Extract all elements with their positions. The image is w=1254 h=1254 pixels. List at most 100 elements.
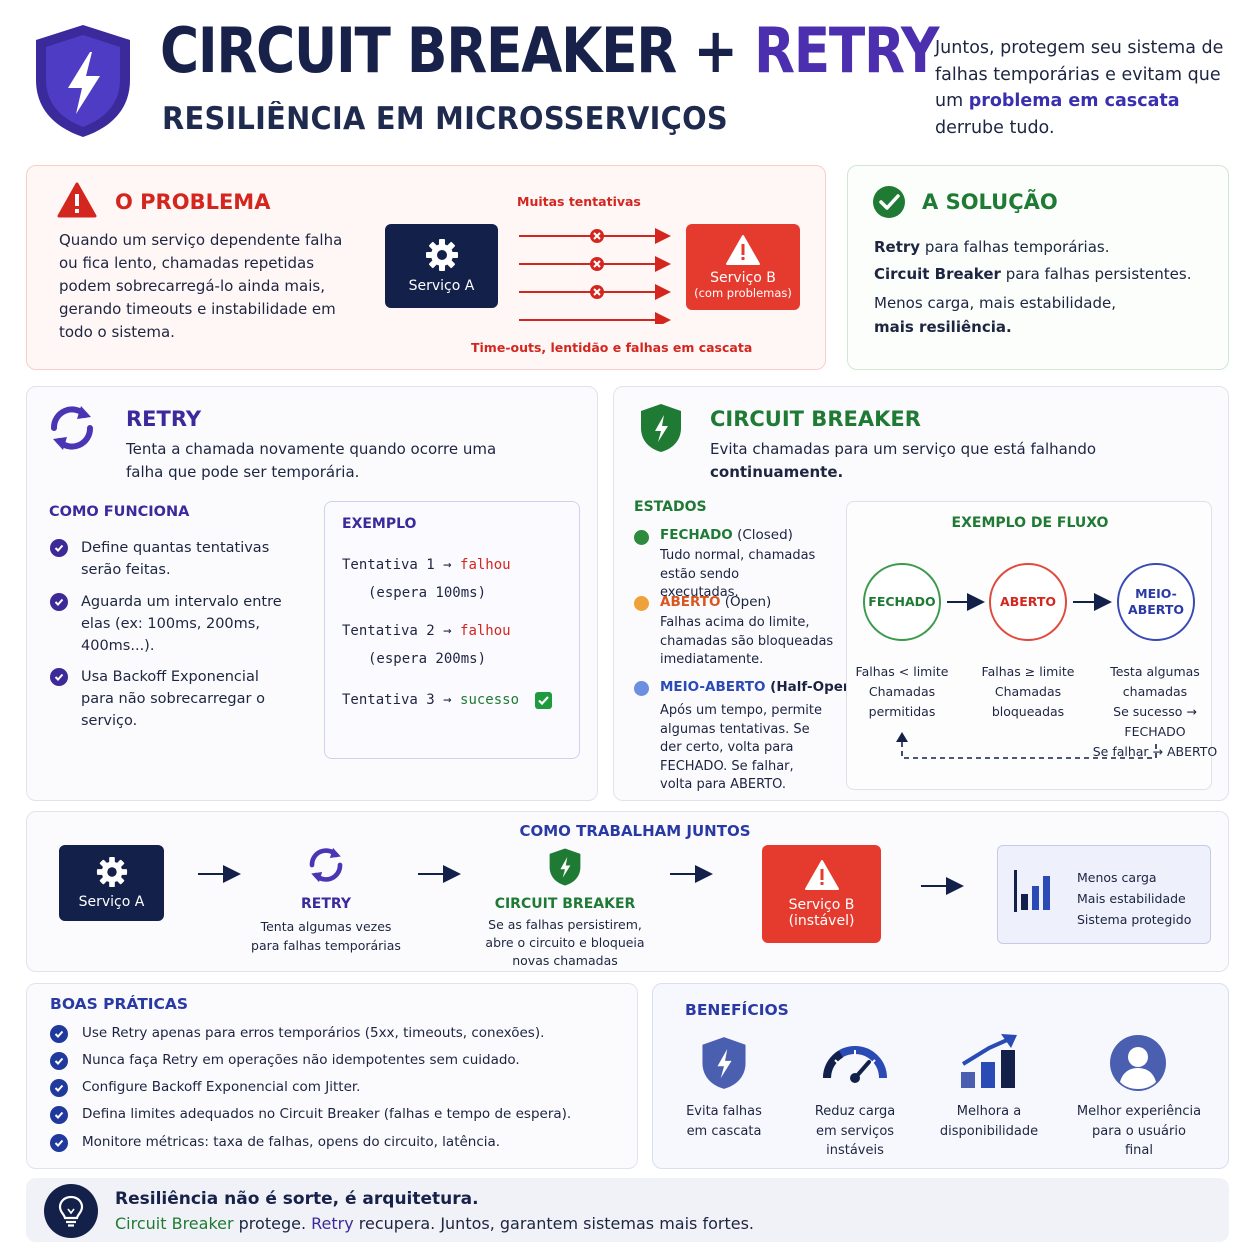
problem-text: Quando um serviço dependente falha ou fi… — [59, 231, 343, 341]
alert-icon — [804, 860, 839, 890]
user-avatar-icon — [1109, 1034, 1167, 1096]
footer-subline: Circuit Breaker protege. Retry recupera.… — [115, 1214, 755, 1233]
intro-text: Juntos, protegem seu sistema de falhas t… — [935, 38, 1224, 138]
service-a-label: Serviço A — [408, 278, 475, 294]
together-service-a: Serviço A — [59, 845, 164, 921]
retry-cycle-icon — [45, 401, 99, 459]
flow-arrows — [896, 593, 1157, 759]
retry-card: RETRY Tenta a chamada novamente quando o… — [26, 386, 598, 801]
practice-item-5: Monitore métricas: taxa de falhas, opens… — [82, 1134, 501, 1150]
cb-title: CIRCUIT BREAKER — [710, 407, 921, 431]
example-title: EXEMPLO — [342, 516, 417, 532]
together-service-a-label: Serviço A — [78, 894, 145, 910]
state-half-open-title: MEIO-ABERTO (Half-Open) — [660, 679, 859, 695]
states-title: ESTADOS — [634, 499, 707, 515]
solution-line-2: Circuit Breaker para falhas persistentes… — [874, 265, 1192, 283]
cascade-label: Time-outs, lentidão e falhas em cascata — [471, 340, 753, 355]
practice-item-2: Nunca faça Retry em operações não idempo… — [82, 1052, 520, 1068]
page-subtitle: RESILIÊNCIA EM MICROSSERVIÇOS — [162, 101, 728, 137]
shield-bolt-icon — [638, 402, 684, 458]
benefits-title: BENEFÍCIOS — [685, 1001, 789, 1019]
state-half-open-circle: MEIO-ABERTO — [1117, 563, 1195, 641]
example-attempt-3: Tentativa 3 → sucesso — [342, 692, 520, 708]
together-service-b-note: (instável) — [788, 913, 855, 929]
many-attempts-label: Muitas tentativas — [517, 194, 641, 209]
how-it-works-title: COMO FUNCIONA — [49, 504, 190, 520]
problem-title: O PROBLEMA — [115, 190, 271, 214]
retry-title: RETRY — [126, 407, 202, 431]
footer-headline: Resiliência não é sorte, é arquitetura. — [115, 1189, 479, 1209]
state-closed-circle: FECHADO — [863, 563, 941, 641]
together-service-b: Serviço B (instável) — [762, 845, 881, 943]
practice-item-4: Defina limites adequados no Circuit Brea… — [82, 1106, 572, 1122]
together-retry-icon — [305, 844, 347, 890]
cb-desc: Evita chamadas para um serviço que está … — [710, 440, 1097, 481]
check-icon — [50, 593, 68, 611]
together-arrows — [198, 865, 964, 895]
together-card: COMO TRABALHAM JUNTOS Serviço A RETRY Te… — [26, 811, 1229, 972]
example-box: EXEMPLO Tentativa 1 → falhou (espera 100… — [324, 501, 580, 759]
check-icon — [50, 1106, 68, 1124]
request-arrows — [519, 228, 671, 324]
page-title: CIRCUIT BREAKER + RETRY — [160, 14, 939, 87]
check-icon — [50, 1079, 68, 1097]
service-b-note: (com problemas) — [694, 286, 792, 300]
speedometer-icon — [821, 1038, 889, 1088]
circuit-breaker-card: CIRCUIT BREAKER Evita chamadas para um s… — [613, 386, 1229, 801]
practice-item-1: Use Retry apenas para erros temporários … — [82, 1025, 545, 1041]
check-icon — [50, 668, 68, 686]
alert-icon — [726, 235, 760, 265]
practice-item-3: Configure Backoff Exponencial com Jitter… — [82, 1079, 361, 1095]
shield-logo-icon — [30, 22, 136, 140]
service-a-box: Serviço A — [385, 224, 498, 308]
check-icon — [50, 1052, 68, 1070]
how-item-2: Aguarda um intervalo entre elas (ex: 100… — [81, 594, 282, 654]
how-item-1: Define quantas tentativas serão feitas. — [81, 540, 270, 578]
together-shield-icon — [547, 847, 583, 891]
together-title: COMO TRABALHAM JUNTOS — [519, 822, 751, 840]
together-cb-desc: Se as falhas persistirem,abre o circuito… — [485, 917, 645, 968]
together-cb-title: CIRCUIT BREAKER — [494, 896, 636, 912]
problem-card: O PROBLEMA Quando um serviço dependente … — [26, 165, 826, 370]
shield-icon — [699, 1035, 749, 1095]
together-service-b-label: Serviço B — [788, 897, 855, 913]
state-dot-closed — [634, 530, 649, 545]
service-b-label: Serviço B — [710, 270, 776, 286]
success-check-icon — [535, 692, 552, 709]
solution-line-1: Retry para falhas temporárias. — [874, 238, 1110, 256]
flow-example-box: EXEMPLO DE FLUXO FECHADO ABERTO MEIO-ABE… — [846, 501, 1217, 790]
check-circle-icon — [872, 185, 906, 223]
check-icon — [50, 1025, 68, 1043]
example-wait-2: (espera 200ms) — [368, 651, 487, 667]
together-retry-title: RETRY — [300, 896, 352, 912]
best-practices-card: BOAS PRÁTICAS Use Retry apenas para erro… — [26, 983, 638, 1169]
practices-title: BOAS PRÁTICAS — [50, 995, 189, 1013]
solution-line-3: Menos carga, mais estabilidade, — [874, 294, 1116, 312]
how-item-3: Usa Backoff Exponencial para não sobreca… — [81, 669, 265, 729]
example-attempt-2: Tentativa 2 → falhou — [342, 623, 511, 639]
footer-banner: Resiliência não é sorte, é arquitetura. … — [26, 1178, 1229, 1242]
state-open-circle: ABERTO — [989, 563, 1067, 641]
state-dot-half-open — [634, 681, 649, 696]
example-wait-1: (espera 100ms) — [368, 585, 487, 601]
bar-chart-icon — [1014, 868, 1058, 918]
gear-icon — [425, 239, 458, 271]
example-attempt-1: Tentativa 1 → falhou — [342, 557, 511, 573]
solution-card: A SOLUÇÃO Retry para falhas temporárias.… — [847, 165, 1229, 370]
solution-title: A SOLUÇÃO — [922, 190, 1058, 214]
check-icon — [50, 539, 68, 557]
warning-icon — [57, 182, 97, 222]
lightbulb-icon — [44, 1184, 98, 1238]
service-b-box: Serviço B (com problemas) — [686, 224, 800, 310]
gear-icon — [96, 856, 127, 888]
check-icon — [50, 1134, 68, 1152]
